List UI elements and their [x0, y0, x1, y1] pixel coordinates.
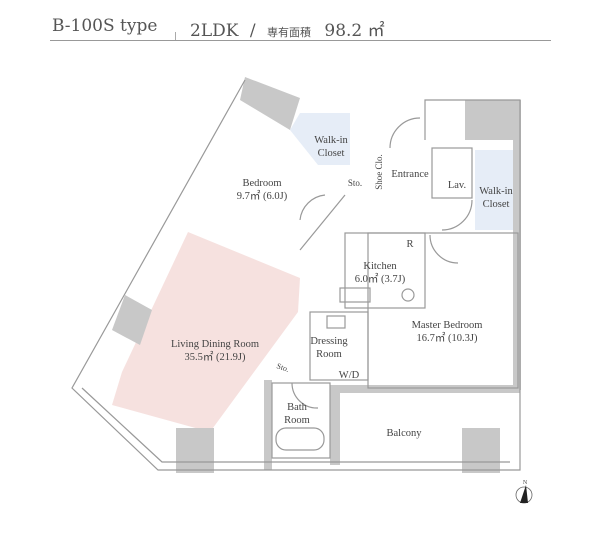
storage-1-label: Sto. — [348, 178, 362, 188]
bath-box — [271, 382, 331, 459]
wall-bath-right — [330, 385, 340, 465]
wall-top-right — [465, 100, 521, 140]
master-bedroom-name: Master Bedroom — [412, 320, 483, 331]
stove — [401, 288, 415, 302]
balcony-label: Balcony — [387, 428, 423, 439]
entrance-label: Entrance — [391, 169, 429, 180]
shoe-closet-label: Shoe Clo. — [374, 154, 384, 190]
bathtub — [275, 427, 325, 451]
divider — [175, 32, 176, 40]
bath-label: Bath — [287, 402, 308, 413]
kitchen-name: Kitchen — [363, 261, 397, 272]
master-bedroom-size: 16.7㎡ (10.3J) — [417, 332, 478, 344]
walkin-closet-2-label: Walk-in — [479, 186, 513, 197]
wall-column-left — [112, 295, 152, 345]
bedroom-partition — [299, 194, 346, 251]
basin — [326, 315, 346, 329]
door-swing-master — [429, 234, 459, 264]
refrigerator-label: R — [406, 239, 413, 250]
walkin-closet-1-fill — [290, 113, 350, 165]
area-value: 98.2 ㎡ — [324, 21, 385, 41]
interior-wall-line — [81, 387, 510, 463]
door-swing-bedroom — [299, 194, 326, 221]
plan-type: B-100S type — [52, 16, 158, 36]
door-swing-entrance — [389, 117, 421, 149]
lav-box — [431, 147, 473, 199]
compass: N — [515, 480, 533, 504]
lav-label: Lav. — [448, 180, 466, 191]
bath-label-2: Room — [284, 415, 310, 426]
layout: 2LDK — [190, 21, 239, 41]
storage-2-label: Sto. — [275, 361, 290, 374]
sink — [339, 287, 371, 303]
walkin-closet-2-label-2: Closet — [483, 199, 510, 210]
compass-label: N — [523, 480, 528, 486]
dressing-label-2: Room — [316, 349, 342, 360]
wall-column-top — [240, 77, 300, 130]
wall-bath-left — [264, 380, 272, 470]
area-label: 専有面積 — [266, 26, 311, 39]
wall-column-balcony — [462, 428, 500, 473]
kitchen-size: 6.0㎡ (3.7J) — [355, 273, 406, 285]
walkin-closet-1-label: Walk-in — [314, 135, 348, 146]
living-size: 35.5㎡ (21.9J) — [185, 351, 246, 363]
door-swing-lav — [441, 199, 473, 231]
living-area-fill — [112, 232, 300, 432]
master-bedroom-box — [367, 232, 519, 389]
walkin-closet-1-label-2: Closet — [318, 148, 345, 159]
bedroom-size: 9.7㎡ (6.0J) — [237, 190, 288, 202]
dressing-label: Dressing — [310, 336, 348, 347]
door-swing-bath — [291, 382, 319, 409]
wall-column-bottom-left — [176, 428, 214, 473]
washer-dryer-label: W/D — [339, 370, 360, 381]
walkin-closet-2-fill — [475, 150, 515, 230]
wall-core — [330, 385, 520, 393]
wall-right — [513, 100, 521, 390]
compass-needle-icon — [520, 485, 528, 503]
bedroom-name: Bedroom — [242, 178, 281, 189]
header-rule — [50, 40, 551, 41]
plan-summary: 2LDK / 専有面積 98.2 ㎡ — [190, 16, 385, 41]
separator: / — [249, 21, 256, 41]
living-name: Living Dining Room — [171, 339, 259, 350]
exterior-wall-line — [71, 79, 521, 471]
